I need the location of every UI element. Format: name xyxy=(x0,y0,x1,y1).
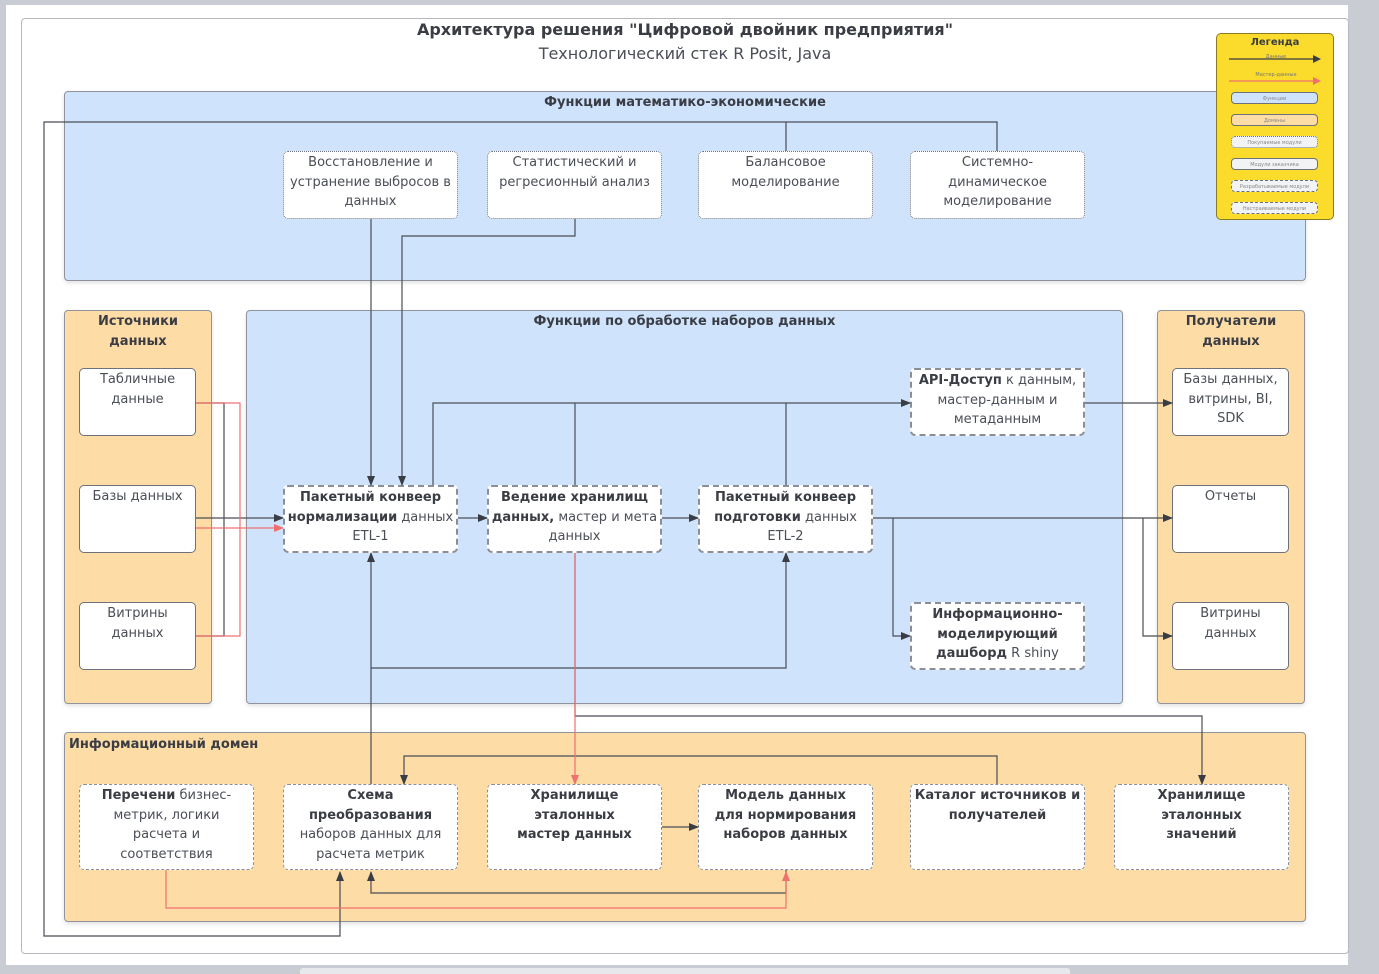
domain-normalization-model[interactable]: Модель данных для нормирования наборов д… xyxy=(698,784,873,870)
source-databases[interactable]: Базы данных xyxy=(79,485,196,553)
link-system-dynamics-top xyxy=(786,121,998,151)
legend-purchased-modules: Покупаемые модули xyxy=(1231,136,1318,148)
legend-customer-modules: Модули заказчика xyxy=(1231,158,1318,170)
module-system-dynamics[interactable]: Системно-динамическое моделирование xyxy=(910,151,1085,219)
horizontal-scrollbar[interactable] xyxy=(300,968,1070,974)
module-statistical-analysis[interactable]: Статистический и регресионный анализ xyxy=(487,151,662,219)
legend-configured-modules: Настраиваемые модули xyxy=(1231,202,1318,214)
link-catalog-to-schema xyxy=(400,755,998,785)
link-schema-to-etl2 xyxy=(371,552,790,669)
master-link-lists-to-model xyxy=(165,870,790,909)
legend-panel: Легенда Данные Мастер-данные Функции Дом… xyxy=(1216,33,1334,220)
diagram-frame xyxy=(21,18,1349,954)
zone-math-functions: Функции математико-экономические xyxy=(64,91,1306,281)
receiver-databases-bi-sdk[interactable]: Базы данных, витрины, BI, SDK xyxy=(1172,368,1289,436)
domain-transformation-schema[interactable]: Схема преобразования наборов данных для … xyxy=(283,784,458,870)
link-etl2-to-marts xyxy=(1142,518,1173,640)
legend-master-arrow-label: Мастер-данные xyxy=(1255,72,1297,78)
legend-title: Легенда xyxy=(1250,37,1300,48)
domain-reference-values-store[interactable]: Хранилище эталонных значений xyxy=(1114,784,1289,870)
process-api-access[interactable]: API-Доступ к данным, мастер-данным и мет… xyxy=(910,368,1085,436)
source-data-marts[interactable]: Витрины данных xyxy=(79,602,196,670)
link-etl1-to-api xyxy=(432,399,911,485)
legend-domains: Домены xyxy=(1231,114,1318,126)
legend-data-arrow-label: Данные xyxy=(1265,54,1287,60)
zone-label: Функции по обработке наборов данных xyxy=(533,314,836,329)
process-dashboard-r-shiny[interactable]: Информационно-моделирующий дашборд R shi… xyxy=(910,602,1085,670)
zone-label: Информационный домен xyxy=(69,737,259,752)
domain-master-data-store[interactable]: Хранилище эталонных мастер данных xyxy=(487,784,662,870)
master-link-sources-to-etl1 xyxy=(196,402,283,637)
legend-arrows xyxy=(1229,55,1321,85)
module-balance-modeling[interactable]: Балансовое моделирование xyxy=(698,151,873,219)
zone-label: Получатели данных xyxy=(1185,314,1277,349)
domain-catalog[interactable]: Каталог источников и получателей xyxy=(910,784,1085,870)
link-model-to-schema xyxy=(367,870,787,894)
diagram-title: Архитектура решения "Цифровой двойник пр… xyxy=(416,20,954,39)
link-math-loop-to-schema xyxy=(43,121,787,937)
legend-developed-modules: Разрабатываемые модули xyxy=(1231,180,1318,192)
module-outlier-recovery[interactable]: Восстановление и устранение выбросов в д… xyxy=(283,151,458,219)
receiver-data-marts[interactable]: Витрины данных xyxy=(1172,602,1289,670)
source-tabular-data[interactable]: Табличные данные xyxy=(79,368,196,436)
diagram-subtitle: Технологический стек R Posit, Java xyxy=(538,44,832,63)
process-etl2-preparation[interactable]: Пакетный конвеер подготовки данных ETL-2 xyxy=(698,485,873,553)
receiver-reports[interactable]: Отчеты xyxy=(1172,485,1289,553)
process-data-storage[interactable]: Ведение хранилищ данных, мастер и мета д… xyxy=(487,485,662,553)
link-etl2-to-dashboard xyxy=(892,518,911,640)
domain-metrics-lists[interactable]: Перечени бизнес-метрик, логики расчета и… xyxy=(79,784,254,870)
zone-label: Источники данных xyxy=(98,314,178,349)
zone-label: Функции математико-экономические xyxy=(544,95,826,110)
link-stat-to-etl1 xyxy=(398,219,576,486)
legend-functions: Функции xyxy=(1231,92,1318,104)
